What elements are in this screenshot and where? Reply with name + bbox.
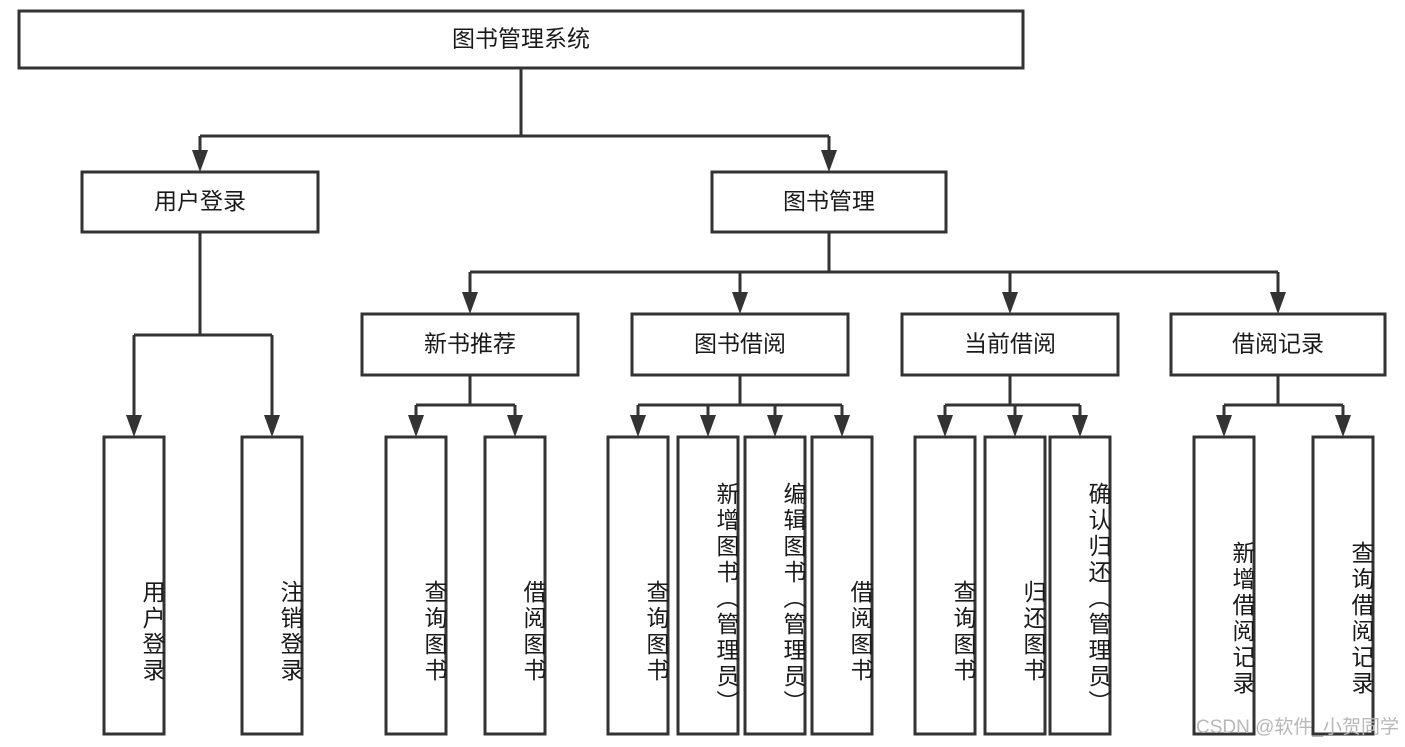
node-box-leaf-query-book-borrow[interactable] [606, 435, 670, 736]
arrow-head-icon [192, 150, 208, 172]
arrow-head-icon [1002, 292, 1018, 314]
node-box-leaf-query-book-rec[interactable] [384, 435, 448, 736]
arrow-head-icon [507, 415, 523, 437]
arrow-head-icon [1007, 415, 1023, 437]
arrow-head-icon [1072, 415, 1088, 437]
node-box-leaf-user-logout[interactable] [240, 435, 304, 736]
node-box-leaf-borrow-book-rec[interactable] [483, 435, 547, 736]
node-label-root: 图书管理系统 [452, 26, 590, 52]
node-box-root[interactable] [17, 9, 1025, 70]
arrow-head-icon [264, 415, 280, 437]
arrow-head-icon [630, 415, 646, 437]
node-box-leaf-user-login[interactable] [102, 435, 166, 736]
arrow-head-icon [821, 150, 837, 172]
arrow-head-icon [408, 415, 424, 437]
csdn-watermark: CSDN @软件_小贺同学 [1196, 717, 1399, 738]
node-box-book-manage[interactable] [710, 170, 948, 234]
arrow-head-icon [937, 415, 953, 437]
node-label-new-book-rec: 新书推荐 [424, 331, 516, 357]
arrow-head-icon [767, 415, 783, 437]
node-box-book-borrow[interactable] [630, 312, 850, 377]
node-box-leaf-add-record[interactable] [1192, 435, 1256, 736]
node-box-new-book-rec[interactable] [360, 312, 580, 377]
node-box-leaf-edit-book[interactable] [743, 435, 807, 736]
node-label-user-login: 用户登录 [154, 188, 246, 214]
arrow-head-icon [1335, 415, 1351, 437]
node-box-leaf-query-book-cur[interactable] [913, 435, 977, 736]
node-box-borrow-record[interactable] [1169, 312, 1387, 377]
node-box-leaf-return-book[interactable] [983, 435, 1047, 736]
node-box-leaf-borrow-book[interactable] [810, 435, 874, 736]
node-box-leaf-confirm-return[interactable] [1048, 435, 1112, 736]
node-box-user-login[interactable] [80, 170, 320, 234]
arrow-head-icon [1270, 292, 1286, 314]
arrow-head-icon [462, 292, 478, 314]
node-label-book-borrow: 图书借阅 [694, 331, 786, 357]
arrow-head-icon [1216, 415, 1232, 437]
arrow-head-icon [700, 415, 716, 437]
node-box-leaf-query-record[interactable] [1311, 435, 1375, 736]
arrow-head-icon [732, 292, 748, 314]
connector-group [126, 68, 1351, 437]
node-label-borrow-record: 借阅记录 [1232, 331, 1324, 357]
node-label-current-borrow: 当前借阅 [964, 331, 1056, 357]
node-label-book-manage: 图书管理 [783, 188, 875, 214]
node-box-leaf-add-book[interactable] [676, 435, 740, 736]
arrow-head-icon [834, 415, 850, 437]
arrow-head-icon [126, 415, 142, 437]
node-box-current-borrow[interactable] [900, 312, 1120, 377]
